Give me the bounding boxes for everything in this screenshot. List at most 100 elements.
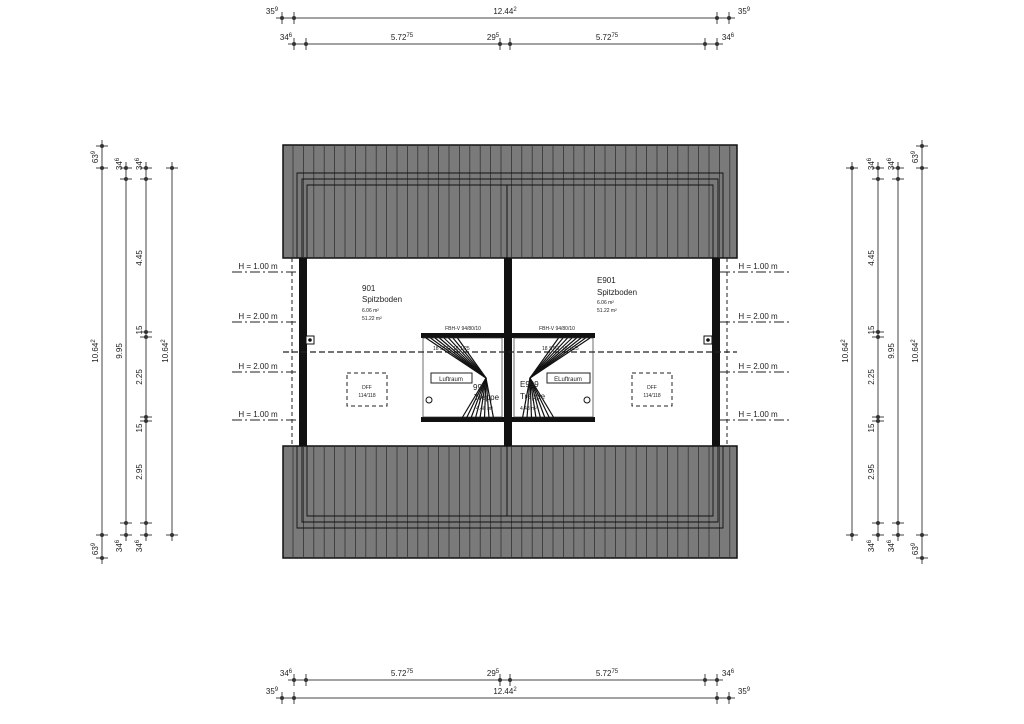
dimension-tick xyxy=(124,177,128,181)
skylight-label: DFF xyxy=(362,385,372,391)
dimension-label: 15 xyxy=(867,423,876,432)
room-e901[interactable]: E901 Spitzboden 6.06 m² 51.22 m² xyxy=(597,276,637,314)
room-number: 901 xyxy=(362,284,376,293)
skylight-left[interactable]: DFF 114/118 xyxy=(346,372,388,407)
dimension-tick xyxy=(876,533,880,537)
stair-tread xyxy=(452,337,487,379)
room-area: 6.06 m² xyxy=(362,308,379,314)
dimension-label: 359 xyxy=(266,7,279,16)
gutter-line xyxy=(306,446,714,517)
dimension-tick xyxy=(170,533,174,537)
stair-wall xyxy=(421,333,504,338)
dimension-label: 10.642 xyxy=(161,339,170,363)
stair-tread xyxy=(526,377,531,419)
height-label: H = 2.00 m xyxy=(238,312,278,321)
dimension-tick xyxy=(280,696,284,700)
outlet-icon xyxy=(706,338,710,342)
dimension-label: 639 xyxy=(911,150,920,163)
void-label: ELuftraum xyxy=(554,377,582,383)
dimension-label: 15 xyxy=(867,325,876,334)
height-label: H = 1.00 m xyxy=(738,262,778,271)
roof-panel xyxy=(282,445,738,559)
dimension-label: 4.45 xyxy=(867,250,876,266)
dimension-label: 4.45 xyxy=(135,250,144,266)
height-label: H = 1.00 m xyxy=(738,410,778,419)
dimension-label: 15 xyxy=(135,325,144,334)
roof-panel xyxy=(282,144,738,259)
stair-tread xyxy=(465,377,487,419)
dimension-tick xyxy=(715,678,719,682)
stair-left[interactable]: FBH-V 94/80/10 18 STG. 18.1/25 Luftraum … xyxy=(430,326,500,412)
step-count: 18 STG. 18.1/25 xyxy=(542,346,579,352)
dimension-label: 2.95 xyxy=(135,464,144,480)
dimension-label: 359 xyxy=(266,687,279,696)
stair-wall xyxy=(512,333,595,338)
stair-right[interactable]: FBH-V 94/80/10 18 STG. 18.1/25 ELuftraum… xyxy=(520,326,591,412)
stair-tread xyxy=(529,337,564,379)
step-count: 18 STG. 18.1/25 xyxy=(433,346,470,352)
dimension-tick xyxy=(508,42,512,46)
dimension-tick xyxy=(292,678,296,682)
dimension-tick xyxy=(280,16,284,20)
dimension-label: 359 xyxy=(738,687,751,696)
dimension-tick xyxy=(100,166,104,170)
dimension-label: 346 xyxy=(722,669,735,678)
dimension-tick xyxy=(508,678,512,682)
stair-tread xyxy=(474,377,487,419)
stair-tread xyxy=(457,337,487,379)
dimension-label: 346 xyxy=(115,157,124,170)
skylight-right[interactable]: DFF 114/118 xyxy=(631,372,673,407)
dimension-tick xyxy=(304,42,308,46)
dimension-tick xyxy=(144,335,148,339)
dimension-label: 295 xyxy=(487,33,500,42)
dimension-label: 346 xyxy=(115,539,124,552)
dimension-label: 346 xyxy=(887,157,896,170)
dimension-label: 12.442 xyxy=(493,687,517,696)
dimension-tick xyxy=(896,533,900,537)
dimension-tick xyxy=(292,16,296,20)
dimension-tick xyxy=(144,415,148,419)
dimension-tick xyxy=(876,415,880,419)
dimension-tick xyxy=(920,533,924,537)
height-label: H = 1.00 m xyxy=(238,410,278,419)
stair-tread xyxy=(529,377,533,419)
room-name: Spitzboden xyxy=(362,295,402,304)
dimension-label: 295 xyxy=(487,669,500,678)
dimension-label: 346 xyxy=(887,539,896,552)
stair-name: Treppe xyxy=(474,393,500,402)
dimension-tick xyxy=(144,166,148,170)
skylight-size: 114/118 xyxy=(358,393,376,399)
stair-start-icon xyxy=(583,396,591,404)
dimension-label: 5.7275 xyxy=(596,33,619,42)
stair-area: 4.48 m² xyxy=(520,406,537,412)
dimension-tick xyxy=(124,521,128,525)
dimension-tick xyxy=(876,330,880,334)
stair-tread xyxy=(470,377,487,419)
gutter-line xyxy=(301,178,719,258)
stair-start-icon xyxy=(425,396,433,404)
dimension-tick xyxy=(292,696,296,700)
dimension-tick xyxy=(124,533,128,537)
gutter-line xyxy=(306,184,714,258)
height-label: H = 2.00 m xyxy=(738,362,778,371)
dimension-label: 5.7275 xyxy=(391,33,414,42)
dimension-tick xyxy=(876,335,880,339)
gutter-line xyxy=(301,446,719,523)
dimension-label: 9.95 xyxy=(115,343,124,359)
dimension-tick xyxy=(144,521,148,525)
room-area: 6.06 m² xyxy=(597,300,614,306)
stair-tread xyxy=(529,377,546,419)
dimension-tick xyxy=(920,144,924,148)
stair-tread xyxy=(483,377,487,419)
window-label: FBH-V 94/80/10 xyxy=(445,326,481,332)
dimension-tick xyxy=(144,419,148,423)
dimension-label: 359 xyxy=(738,7,751,16)
stair-tread xyxy=(521,377,531,419)
dimension-label: 5.7275 xyxy=(596,669,619,678)
dimension-tick xyxy=(715,696,719,700)
room-901[interactable]: 901 Spitzboden 6.06 m² 51.22 m² xyxy=(362,284,402,322)
roof-areas xyxy=(282,144,738,559)
dimension-tick xyxy=(727,16,731,20)
dimension-tick xyxy=(876,166,880,170)
